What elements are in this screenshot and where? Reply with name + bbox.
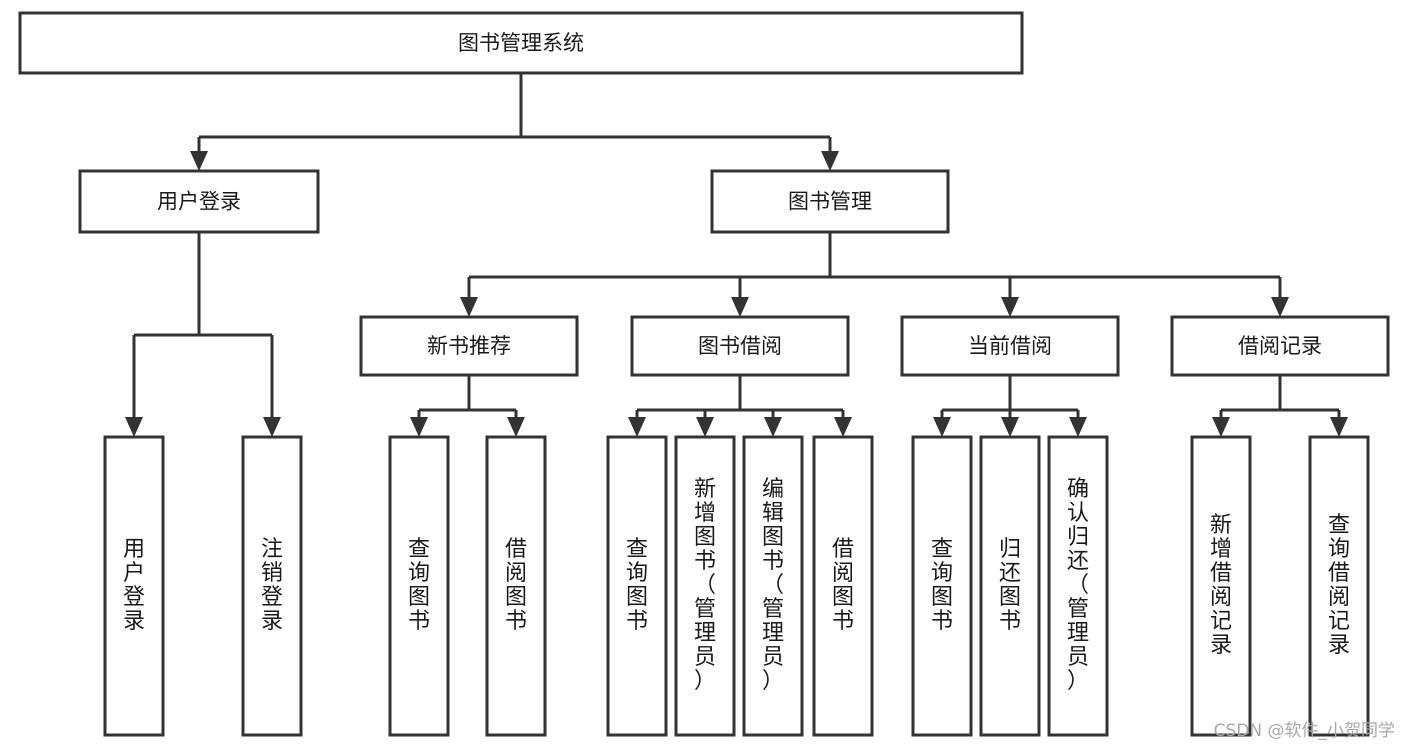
arrow-head-icon	[507, 417, 525, 437]
arrow-head-icon	[1001, 297, 1019, 317]
arrow-to-leaf-borrow-book-1	[507, 410, 525, 437]
arrow-head-icon	[410, 417, 428, 437]
arrow-head-icon	[190, 151, 208, 171]
root-node[interactable]: 图书管理系统	[18, 11, 1024, 75]
node-leaf-add-borrow-record[interactable]	[1190, 435, 1252, 737]
arrow-head-icon	[1001, 417, 1019, 437]
node-leaf-logout-login-rect	[241, 435, 303, 737]
arrow-head-icon	[125, 417, 143, 437]
node-leaf-edit-book-admin[interactable]	[742, 435, 804, 737]
arrow-to-current-borrow	[1001, 277, 1019, 317]
arrow-head-icon	[821, 151, 839, 171]
node-leaf-query-book-1-rect	[388, 435, 450, 737]
arrow-to-user-login	[190, 137, 208, 171]
node-leaf-add-borrow-record-rect	[1190, 435, 1252, 737]
arrow-to-leaf-edit-book-admin	[764, 410, 782, 437]
node-leaf-borrow-book-1-rect	[485, 435, 547, 737]
node-leaf-user-login-rect	[103, 435, 165, 737]
node-leaf-edit-book-admin-rect	[742, 435, 804, 737]
node-current-borrow-rect	[900, 315, 1120, 377]
node-new-book-recommend-label: 新书推荐	[427, 334, 511, 358]
node-leaf-query-book-3[interactable]	[911, 435, 973, 737]
arrow-to-leaf-logout-login	[263, 335, 281, 437]
root-node-label: 图书管理系统	[458, 31, 584, 55]
arrow-to-leaf-user-login	[125, 335, 143, 437]
node-leaf-query-book-1[interactable]	[388, 435, 450, 737]
node-user-login[interactable]: 用户登录	[78, 169, 320, 234]
node-leaf-return-book-rect	[979, 435, 1041, 737]
arrow-head-icon	[731, 297, 749, 317]
arrow-head-icon	[628, 417, 646, 437]
arrow-to-leaf-query-book-1	[410, 410, 428, 437]
arrow-to-leaf-query-book-3	[933, 410, 951, 437]
arrow-head-icon	[696, 417, 714, 437]
node-leaf-borrow-book-1[interactable]	[485, 435, 547, 737]
node-leaf-query-book-2[interactable]	[606, 435, 668, 737]
node-leaf-query-borrow-record[interactable]	[1308, 435, 1370, 737]
arrow-head-icon	[1330, 417, 1348, 437]
node-leaf-query-book-3-rect	[911, 435, 973, 737]
node-current-borrow-label: 当前借阅	[968, 334, 1052, 358]
arrow-to-leaf-query-book-2	[628, 410, 646, 437]
node-leaf-query-book-2-rect	[606, 435, 668, 737]
arrow-head-icon	[1069, 417, 1087, 437]
node-borrow-record-label: 借阅记录	[1238, 334, 1322, 358]
arrow-to-new-book-recommend	[460, 277, 478, 317]
node-borrow-record-rect	[1170, 315, 1390, 377]
arrow-to-book-management	[821, 137, 839, 171]
node-book-borrow-label: 图书借阅	[698, 334, 782, 358]
node-book-management-rect	[710, 169, 950, 234]
node-book-management[interactable]: 图书管理	[710, 169, 950, 234]
arrow-to-book-borrow	[731, 277, 749, 317]
node-new-book-recommend-rect	[359, 315, 579, 377]
node-leaf-query-borrow-record-rect	[1308, 435, 1370, 737]
watermark-text: CSDN @软件_小贺同学	[1213, 721, 1395, 741]
node-leaf-logout-login[interactable]	[241, 435, 303, 737]
arrow-head-icon	[1212, 417, 1230, 437]
node-leaf-borrow-book-2-rect	[812, 435, 874, 737]
arrow-head-icon	[263, 417, 281, 437]
arrow-head-icon	[460, 297, 478, 317]
node-borrow-record[interactable]: 借阅记录	[1170, 315, 1390, 377]
connector-layer	[125, 73, 1348, 437]
arrow-head-icon	[764, 417, 782, 437]
arrow-to-leaf-return-book	[1001, 410, 1019, 437]
arrow-to-leaf-query-borrow-record	[1330, 410, 1348, 437]
node-book-borrow[interactable]: 图书借阅	[630, 315, 850, 377]
node-new-book-recommend[interactable]: 新书推荐	[359, 315, 579, 377]
arrow-to-leaf-add-borrow-record	[1212, 410, 1230, 437]
node-book-borrow-rect	[630, 315, 850, 377]
root-node-rect	[18, 11, 1024, 75]
node-leaf-confirm-return-admin[interactable]	[1047, 435, 1109, 737]
arrow-head-icon	[834, 417, 852, 437]
node-book-management-label: 图书管理	[788, 190, 872, 214]
arrow-head-icon	[933, 417, 951, 437]
node-leaf-add-book-admin-rect	[674, 435, 736, 737]
node-leaf-add-book-admin[interactable]	[674, 435, 736, 737]
arrow-to-leaf-borrow-book-2	[834, 410, 852, 437]
node-leaf-user-login[interactable]	[103, 435, 165, 737]
node-current-borrow[interactable]: 当前借阅	[900, 315, 1120, 377]
node-leaf-borrow-book-2[interactable]	[812, 435, 874, 737]
arrow-head-icon	[1271, 297, 1289, 317]
node-user-login-rect	[78, 169, 320, 234]
arrow-to-leaf-add-book-admin	[696, 410, 714, 437]
node-leaf-confirm-return-admin-rect	[1047, 435, 1109, 737]
arrow-to-borrow-record	[1271, 277, 1289, 317]
node-leaf-return-book[interactable]	[979, 435, 1041, 737]
arrow-to-leaf-confirm-return-admin	[1069, 410, 1087, 437]
node-user-login-label: 用户登录	[157, 190, 241, 214]
